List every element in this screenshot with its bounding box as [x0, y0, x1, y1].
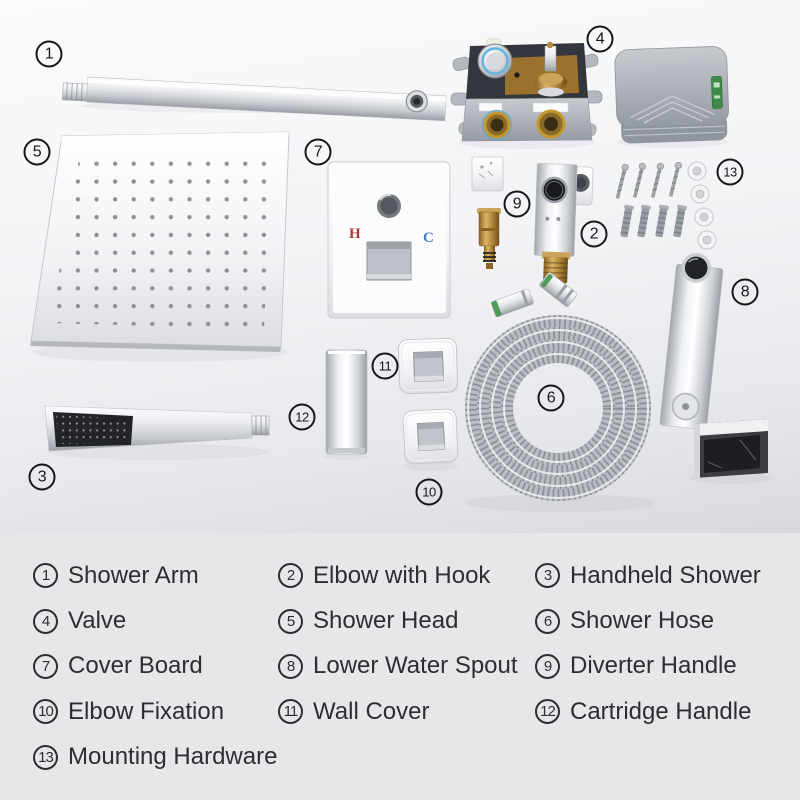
legend-label-cartridge-handle: Cartridge Handle — [570, 697, 752, 725]
legend-item-diverter-handle: 9 Diverter Handle — [535, 652, 800, 680]
legend-label-wall-cover: Wall Cover — [313, 697, 430, 725]
cold-label: C — [423, 230, 434, 246]
valve — [450, 38, 603, 142]
legend-label-handheld-shower: Handheld Shower — [570, 561, 761, 589]
callout-4: 4 — [586, 25, 614, 53]
callout-11: 11 — [371, 352, 399, 380]
shower-head — [30, 131, 290, 352]
shower-arm — [62, 76, 447, 122]
callout-9: 9 — [503, 190, 531, 218]
callout-5: 5 — [23, 138, 51, 166]
legend-item-elbow-with-hook: 2 Elbow with Hook — [278, 562, 535, 590]
legend-num-5: 5 — [278, 608, 303, 634]
legend-item-shower-arm: 1 Shower Arm — [33, 562, 278, 590]
legend-item-lower-water-spout: 8 Lower Water Spout — [278, 652, 535, 680]
washers — [687, 161, 717, 250]
mounting-hardware — [615, 161, 717, 250]
screws — [615, 161, 682, 199]
callout-3: 3 — [28, 463, 56, 491]
legend-label-shower-head: Shower Head — [313, 607, 459, 635]
legend-num-13: 13 — [33, 744, 58, 770]
legend-item-valve: 4 Valve — [33, 607, 278, 635]
wall-cover — [397, 337, 459, 395]
parts-legend: 1 Shower Arm 2 Elbow with Hook 3 Handhel… — [0, 533, 800, 800]
cover-board: H C — [327, 161, 451, 319]
legend-label-shower-hose: Shower Hose — [570, 607, 715, 635]
legend-num-12: 12 — [535, 699, 560, 725]
callout-6: 6 — [537, 384, 565, 412]
parts-illustration: H C — [30, 38, 770, 512]
legend-label-lower-water-spout: Lower Water Spout — [313, 652, 518, 680]
legend-item-elbow-fixation: 10 Elbow Fixation — [33, 698, 278, 726]
callout-8: 8 — [731, 278, 759, 306]
legend-label-mounting-hardware: Mounting Hardware — [68, 743, 278, 771]
legend-label-shower-arm: Shower Arm — [68, 561, 199, 589]
legend-num-7: 7 — [33, 653, 58, 679]
legend-item-wall-cover: 11 Wall Cover — [278, 698, 535, 726]
legend-num-10: 10 — [33, 699, 58, 725]
lower-water-spout — [659, 253, 768, 478]
elbow-fixation — [402, 408, 459, 465]
legend-item-shower-head: 5 Shower Head — [278, 607, 535, 635]
legend-num-8: 8 — [278, 653, 303, 679]
legend-item-cartridge-handle: 12 Cartridge Handle — [535, 698, 800, 726]
callout-1: 1 — [35, 40, 63, 68]
legend-num-4: 4 — [33, 608, 58, 634]
diverter-handle — [471, 156, 504, 269]
elbow-with-hook — [533, 163, 594, 284]
parts-photo: H C — [0, 0, 800, 533]
legend-label-valve: Valve — [68, 607, 127, 635]
handheld-shower — [44, 405, 270, 452]
legend-item-handheld-shower: 3 Handheld Shower — [535, 562, 800, 590]
legend-num-6: 6 — [535, 608, 560, 634]
cartridge-handle — [325, 349, 368, 455]
legend-num-2: 2 — [278, 563, 303, 589]
valve-cover-box — [614, 46, 729, 144]
callout-12: 12 — [288, 403, 316, 431]
legend-item-shower-hose: 6 Shower Hose — [535, 607, 800, 635]
shower-hose — [465, 272, 651, 501]
legend-item-cover-board: 7 Cover Board — [33, 652, 278, 680]
callout-13: 13 — [716, 158, 744, 186]
legend-num-3: 3 — [535, 563, 560, 589]
legend-num-11: 11 — [278, 699, 303, 725]
legend-label-elbow-fixation: Elbow Fixation — [68, 697, 225, 725]
callout-10: 10 — [415, 478, 443, 506]
legend-item-mounting-hardware: 13 Mounting Hardware — [33, 743, 278, 771]
hose-connectors — [491, 272, 578, 317]
callout-7: 7 — [304, 138, 332, 166]
callout-2: 2 — [580, 220, 608, 248]
legend-label-cover-board: Cover Board — [68, 652, 203, 680]
legend-label-diverter-handle: Diverter Handle — [570, 652, 737, 680]
legend-label-elbow-with-hook: Elbow with Hook — [313, 561, 491, 589]
hot-label: H — [349, 226, 361, 242]
legend-num-9: 9 — [535, 653, 560, 679]
legend-num-1: 1 — [33, 563, 58, 589]
wall-anchors — [620, 204, 687, 238]
